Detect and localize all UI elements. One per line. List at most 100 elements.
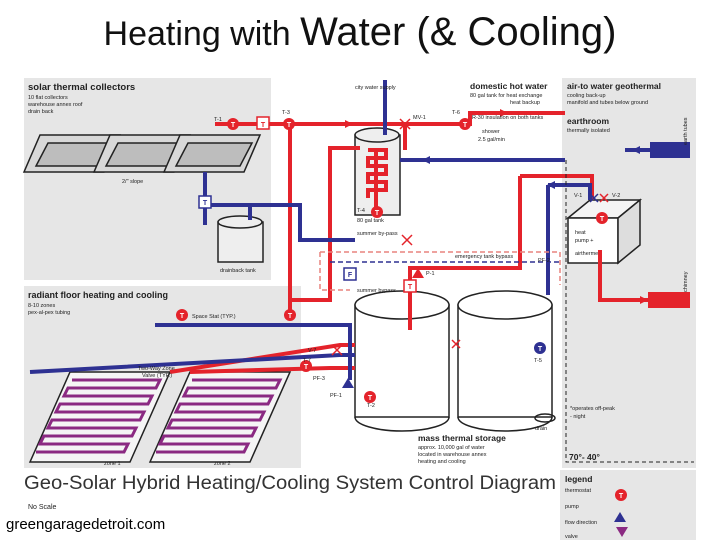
summer-bypass-2: summer bypass [357,288,396,294]
svg-text:T: T [375,210,380,217]
t5-label: T-5 [534,358,542,364]
source-credit: greengaragedetroit.com [6,516,166,533]
heat-pump-label-2: pump + [575,238,594,244]
v2-label: V-2 [612,193,620,199]
svg-text:T: T [408,284,413,291]
slide-title: Heating with Water (& Cooling) [0,10,720,55]
svg-text:T: T [203,200,208,207]
drainback-tank [217,215,264,263]
valve-markers [331,118,609,356]
geo-line1: cooling back-up [567,93,606,99]
radiant-floor-zone-1 [28,371,172,463]
legend-panel-area [560,470,696,540]
heat-pump-label-1: heat [575,230,586,236]
dhw-heading: domestic hot water [470,81,548,91]
zone-valve-label-1: Two-Way Zone [138,366,175,372]
thermostat-markers: T T T T T T T F T T T T T T T [176,116,627,501]
mass-line3: heating and cooling [418,459,466,465]
slide-title-part2: Water (& Cooling) [300,10,617,54]
diagram-title: Geo-Solar Hybrid Heating/Cooling System … [24,473,556,494]
chimney-label: chimney [683,271,689,292]
solar-sub3: drain back [28,109,54,115]
offpeak-label-2: - night [570,414,586,420]
zone2-label: zone 2 [214,461,231,467]
pf1-label: PF-1 [330,393,342,399]
floor-sub1: 8-10 zones [28,303,55,309]
solar-t1-label: T-1 [214,117,222,123]
legend-valve: valve [565,534,578,540]
shower-rate-label: 2.5 gal/min [478,137,505,143]
chimney-outlet [648,292,690,308]
pump-markers [342,268,626,522]
temperature-range-label: 70°- 40° [569,452,601,462]
cold-water-pipes [29,80,690,380]
legend-pump: pump [565,504,579,510]
solar-collector-array [22,134,262,173]
legend-heading: legend [565,474,592,484]
city-water-label: city water supply [355,85,396,91]
earth-tubes-label: earth tubes [683,117,689,145]
dhw-tank-label: 80 gal tank [357,218,384,224]
v1-label: V-1 [574,193,582,199]
t2-label: T-2 [367,403,375,409]
mass-line2: located in warehouse annex [418,452,487,458]
mass-line1: approx. 10,000 gal of water [418,445,485,451]
drain-fixture [534,413,556,423]
dhw-heat-coil [366,148,388,198]
space-stat-label: Space Stat (TYP.) [192,314,236,320]
svg-text:T: T [287,122,292,129]
earthroom-heading: earthroom [567,116,609,126]
svg-text:F: F [348,272,353,279]
solar-t3-label: T-3 [282,110,290,116]
thermally-isolated-label: thermally isolated [567,128,610,134]
earth-tubes-outlet [650,142,690,158]
t4-label: T-4 [357,208,365,214]
pf2-label: PF-2 [538,258,550,264]
svg-text:T: T [180,313,185,320]
v7-label: V-7 [308,348,316,354]
bypass-dashed-lines [319,251,561,291]
legend-thermostat: thermostat [565,488,591,494]
t7-label: T-7 [303,358,311,364]
solar-sub1: 10 flat collectors [28,95,68,101]
heat-pump-box [565,198,643,265]
no-scale-label: No Scale [28,504,57,511]
flow-arrows [345,109,648,537]
insulation-label: R-30 insulation on both tanks [472,115,543,121]
summer-bypass-1: summer by-pass [357,231,398,237]
mv1-label: MV-1 [413,115,426,121]
heat-pump-label-3: airtherme [575,251,598,257]
svg-text:T: T [288,313,293,320]
zone-valve-label-2: Valve (TYP.) [142,373,172,379]
svg-text:T: T [600,216,605,223]
slide-title-part1: Heating with [103,15,301,53]
t6-label: T-6 [452,110,460,116]
svg-text:T: T [619,493,624,500]
p1-label: P-1 [426,271,435,277]
radiant-floor-zone-2 [148,371,292,463]
shower-label: shower [482,129,500,135]
mass-heading: mass thermal storage [418,433,506,443]
svg-text:T: T [538,346,543,353]
geo-line2: manifold and tubes below ground [567,100,648,106]
floor-heading: radiant floor heating and cooling [28,290,168,300]
zone1-label: zone 1 [104,461,121,467]
svg-text:T: T [261,122,266,129]
dhw-line2: heat backup [510,100,540,106]
pf3-label: PF-3 [313,376,325,382]
mass-storage-tanks [354,290,553,432]
diagram-title-bar [24,468,556,496]
floor-sub2: pex-al-pex tubing [28,310,70,316]
svg-text:T: T [368,395,373,402]
svg-text:T: T [463,122,468,129]
solar-slope: 2/" slope [122,179,143,185]
legend-flow: flow direction [565,520,597,526]
solar-heading: solar thermal collectors [28,82,135,93]
svg-text:T: T [231,122,236,129]
drain-label: drain [535,426,547,432]
emergency-bypass-label: emergency tank bypass [455,254,513,260]
geo-heading: air-to water geothermal [567,81,661,91]
svg-text:T: T [304,364,309,371]
offpeak-label-1: *operates off-peak [570,406,615,412]
